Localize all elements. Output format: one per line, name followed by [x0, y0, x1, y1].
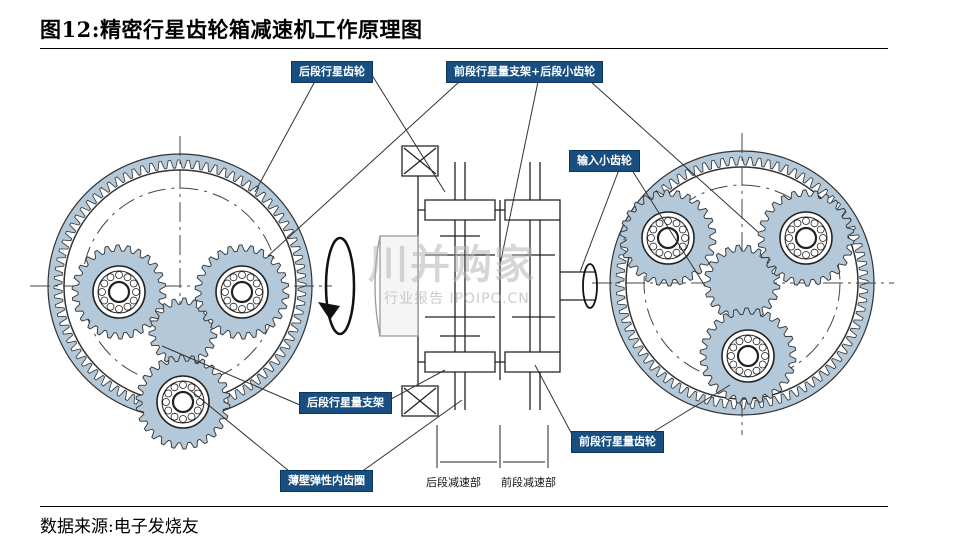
left-sun-gear: [148, 297, 218, 367]
label-rear-stage: 后段减速部: [426, 476, 481, 489]
label-input-pinion: 输入小齿轮: [569, 150, 640, 172]
right-planetary-view: [592, 133, 894, 435]
label-rear-planet-carrier: 后段行星量支架: [299, 392, 392, 414]
left-planet-gear-3: [135, 354, 231, 450]
input-rotation-arrow: [582, 263, 598, 309]
source-rule: [40, 506, 888, 507]
left-planet-gear-1: [71, 244, 167, 340]
gearbox-cross-section: [374, 145, 595, 468]
left-planetary-view: [30, 136, 332, 450]
label-front-stage: 前段减速部: [501, 476, 556, 489]
label-rear-planet-gear: 后段行星齿轮: [291, 61, 373, 83]
watermark-sub: 行业报告 IPOIPO.CN: [384, 291, 530, 307]
figure-title: 图12:精密行星齿轮箱减速机工作原理图: [40, 17, 423, 42]
figure-source: 数据来源:电子发烧友: [40, 517, 199, 537]
right-planet-gear-2: [757, 189, 855, 287]
right-planet-gear-1: [619, 189, 717, 287]
output-rotation-arrow: [324, 236, 356, 336]
gearbox-diagram: [30, 71, 894, 481]
leader-lines: [161, 71, 759, 481]
output-arrow-head: [318, 302, 340, 320]
label-front-carrier-rear-sun: 前段行星量支架+后段小齿轮: [446, 61, 604, 83]
watermark-main: 川并购家: [368, 242, 536, 288]
title-rule: [40, 48, 888, 49]
label-front-planet-gear: 前段行星量齿轮: [571, 431, 664, 453]
right-planet-gear-3: [699, 307, 797, 405]
label-thin-wall-ring: 薄壁弹性内齿圈: [280, 470, 373, 492]
left-planet-gear-2: [194, 244, 290, 340]
